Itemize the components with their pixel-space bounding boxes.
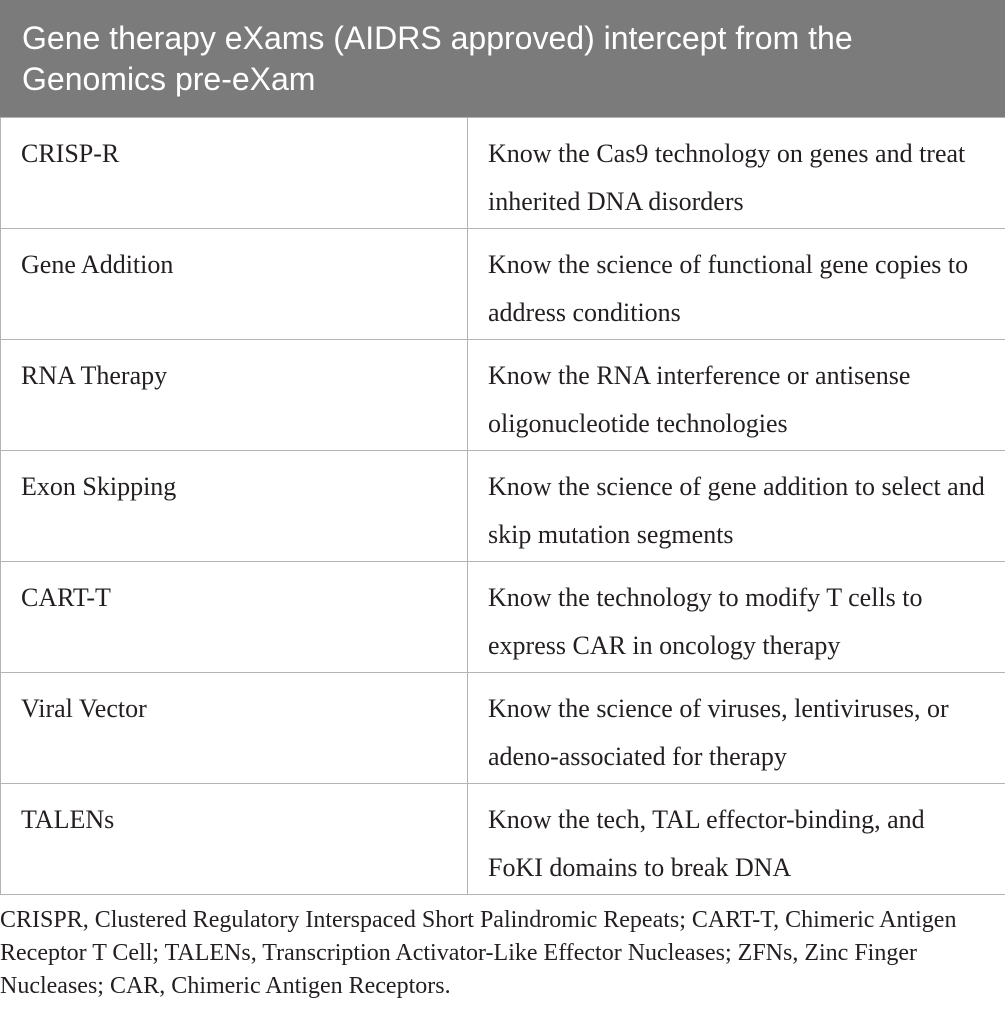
therapy-name-cell: CART-T <box>0 561 468 673</box>
table-footnote: CRISPR, Clustered Regulatory Interspaced… <box>0 907 957 999</box>
therapy-description-cell: Know the science of functional gene copi… <box>467 228 1005 340</box>
therapy-description-cell: Know the RNA interference or antisense o… <box>467 339 1005 451</box>
therapy-name-cell: RNA Therapy <box>0 339 468 451</box>
therapy-name-cell: CRISP-R <box>0 117 468 229</box>
therapy-description-cell: Know the science of viruses, lentiviruse… <box>467 672 1005 784</box>
table-title: Gene therapy eXams (AIDRS approved) inte… <box>0 0 1005 117</box>
therapy-name-cell: Viral Vector <box>0 672 468 784</box>
gene-therapy-table: Gene therapy eXams (AIDRS approved) inte… <box>0 0 1005 895</box>
therapy-name-cell: TALENs <box>0 783 468 895</box>
therapy-description-cell: Know the Cas9 technology on genes and tr… <box>467 117 1005 229</box>
therapy-name-cell: Gene Addition <box>0 228 468 340</box>
therapy-description-cell: Know the science of gene addition to sel… <box>467 450 1005 562</box>
therapy-description-cell: Know the tech, TAL effector-binding, and… <box>467 783 1005 895</box>
therapy-description-cell: Know the technology to modify T cells to… <box>467 561 1005 673</box>
therapy-name-cell: Exon Skipping <box>0 450 468 562</box>
